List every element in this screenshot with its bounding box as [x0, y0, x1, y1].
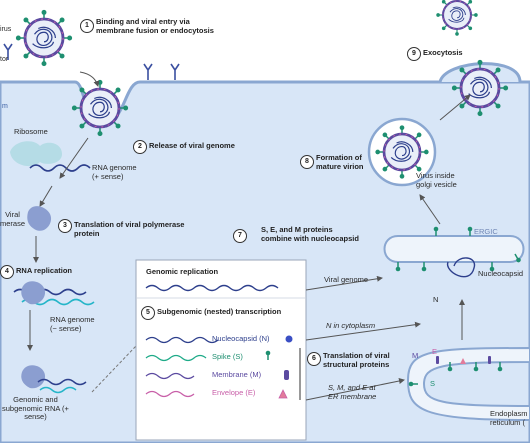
sme-er-label: S, M, and E at ER membrane	[328, 383, 377, 401]
e-letter-label: E	[432, 347, 438, 356]
step-2-title: Release of viral genome	[149, 141, 235, 150]
spike-item-label: Spike (S)	[212, 352, 243, 361]
step-4-badge: 4	[0, 265, 14, 279]
genomic-replication-label: Genomic replication	[146, 267, 219, 276]
s-letter-label: S	[430, 379, 436, 388]
step-1-title: Binding and viral entry via membrane fus…	[96, 17, 214, 35]
virus-label: irus	[0, 26, 12, 33]
rna-genome-minus-label: RNA genome (− sense)	[50, 315, 95, 333]
ergic-label: ERGIC	[474, 227, 498, 236]
membrane-item-label: Membrane (M)	[212, 370, 262, 379]
step-7-title: S, E, and M proteins combine with nucleo…	[261, 225, 359, 243]
membrane-label: m	[2, 103, 8, 110]
step-8-badge: 8	[300, 155, 314, 169]
step-1-badge: 1	[80, 19, 94, 33]
entering-virus-icon	[70, 78, 130, 138]
rna-genome-plus-label: RNA genome (+ sense)	[92, 163, 137, 181]
er-membrane	[406, 346, 530, 422]
replication-polymerase-icon	[21, 281, 46, 305]
membrane-protein-icon	[284, 370, 289, 380]
envelope-item-label: Envelope (E)	[212, 388, 256, 397]
rna-genome-plus	[29, 164, 91, 172]
released-virus-icon	[435, 0, 479, 37]
step-3-title: Translation of viral polymerase protein	[74, 220, 185, 238]
step-7-badge: 7	[233, 229, 247, 243]
nucleocapsid-right-label: Nucleocapsid	[478, 269, 524, 278]
n-letter-label: N	[433, 295, 439, 304]
nucleocapsid-icon	[285, 335, 293, 343]
step-4-title: RNA replication	[16, 266, 72, 275]
step-9-badge: 9	[407, 47, 421, 61]
ribosome-label: Ribosome	[14, 127, 48, 136]
nucleocapsid-right-icon	[447, 257, 476, 278]
step-5-badge: 5	[141, 306, 155, 320]
step-8-title: Formation of mature virion	[316, 153, 364, 171]
receptor-label: tor	[0, 56, 9, 63]
transcription-polymerase-icon	[21, 365, 46, 389]
step-6-title: Translation of viral structural proteins	[323, 351, 390, 369]
endoplasmic-reticulum-label: Endoplasm reticulum (	[490, 409, 528, 427]
n-in-cytoplasm-label: N in cytoplasm	[326, 321, 376, 330]
receptor-icons	[3, 43, 180, 80]
step-5-title: Subgenomic (nested) transcription	[157, 307, 282, 316]
transcription-box	[135, 259, 307, 441]
viral-genome-label: Viral genome	[324, 275, 369, 284]
exocytosis-virus-icon	[450, 58, 510, 118]
polymerase-label: Viral merase	[0, 210, 26, 228]
nucleocapsid-item-label: Nucleocapsid (N)	[212, 334, 270, 343]
ribosome-icon	[10, 141, 62, 167]
polymerase-icon	[27, 206, 52, 231]
ergic	[383, 235, 525, 263]
m-letter-label: M	[412, 351, 419, 360]
step-9-title: Exocytosis	[423, 48, 463, 57]
step-2-badge: 2	[133, 140, 147, 154]
er-proteins	[407, 356, 504, 388]
step-6-badge: 6	[307, 352, 321, 366]
virus-golgi-label: Virus inside golgi vesicle	[416, 171, 457, 189]
step-3-badge: 3	[58, 219, 72, 233]
genomic-subgenomic-label: Genomic and subgenomic RNA (+ sense)	[2, 395, 69, 422]
virus-icon	[14, 8, 74, 68]
envelope-protein-icon	[278, 389, 288, 399]
